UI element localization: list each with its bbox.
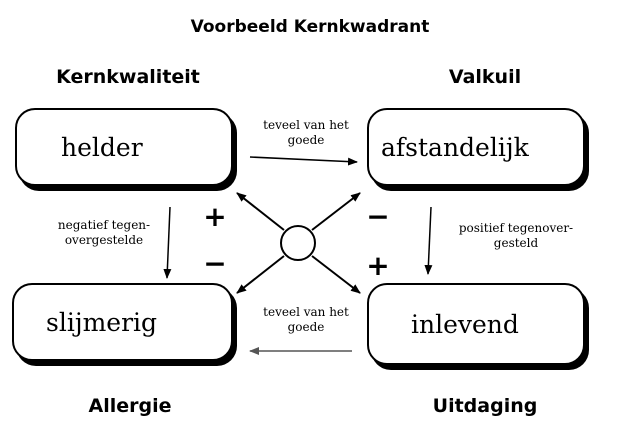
diagonal-arrow-upper-left bbox=[236, 192, 285, 231]
label-kernkwaliteit: Kernkwaliteit bbox=[56, 66, 200, 88]
label-uitdaging: Uitdaging bbox=[432, 395, 538, 417]
arrow-afstandelijk-to-inlevend bbox=[424, 206, 433, 275]
arrow-helder-to-slijmerig bbox=[163, 206, 172, 279]
diagonal-arrow-lower-left bbox=[236, 255, 285, 294]
label-allergie: Allergie bbox=[88, 395, 172, 417]
box-inlevend: inlevend bbox=[367, 283, 585, 365]
box-helder: helder bbox=[15, 108, 233, 186]
annotation-left-line1: negatief tegen- bbox=[57, 218, 151, 232]
sign-lower-right: + bbox=[366, 249, 390, 282]
annotation-right-line2: gesteld bbox=[493, 236, 539, 250]
annotation-top: teveel van het goede bbox=[258, 118, 354, 148]
annotation-right-line1: positief tegenover- bbox=[458, 221, 574, 235]
center-circle bbox=[280, 225, 316, 261]
annotation-left: negatief tegen- overgestelde bbox=[45, 218, 163, 248]
annotation-bottom-line2: goede bbox=[287, 320, 325, 334]
box-slijmerig: slijmerig bbox=[12, 283, 233, 361]
box-slijmerig-text: slijmerig bbox=[46, 307, 158, 337]
arrow-helder-to-afstandelijk bbox=[249, 156, 358, 166]
box-helder-text: helder bbox=[61, 132, 143, 162]
diagonal-arrow-lower-right bbox=[311, 255, 361, 294]
annotation-right: positief tegenover- gesteld bbox=[446, 221, 586, 251]
diagonal-arrow-upper-right bbox=[311, 192, 361, 231]
annotation-bottom: teveel van het goede bbox=[258, 305, 354, 335]
box-inlevend-text: inlevend bbox=[411, 309, 519, 339]
sign-upper-right: − bbox=[366, 200, 390, 233]
sign-lower-left: − bbox=[203, 247, 227, 280]
annotation-left-line2: overgestelde bbox=[64, 233, 144, 247]
annotation-bottom-line1: teveel van het bbox=[263, 305, 349, 319]
annotation-top-line1: teveel van het bbox=[263, 118, 349, 132]
diagram-title: Voorbeeld Kernkwadrant bbox=[190, 17, 430, 37]
label-valkuil: Valkuil bbox=[448, 66, 522, 88]
sign-upper-left: + bbox=[203, 200, 227, 233]
box-afstandelijk-text: afstandelijk bbox=[381, 132, 529, 162]
annotation-top-line2: goede bbox=[287, 133, 325, 147]
box-afstandelijk: afstandelijk bbox=[367, 108, 585, 186]
